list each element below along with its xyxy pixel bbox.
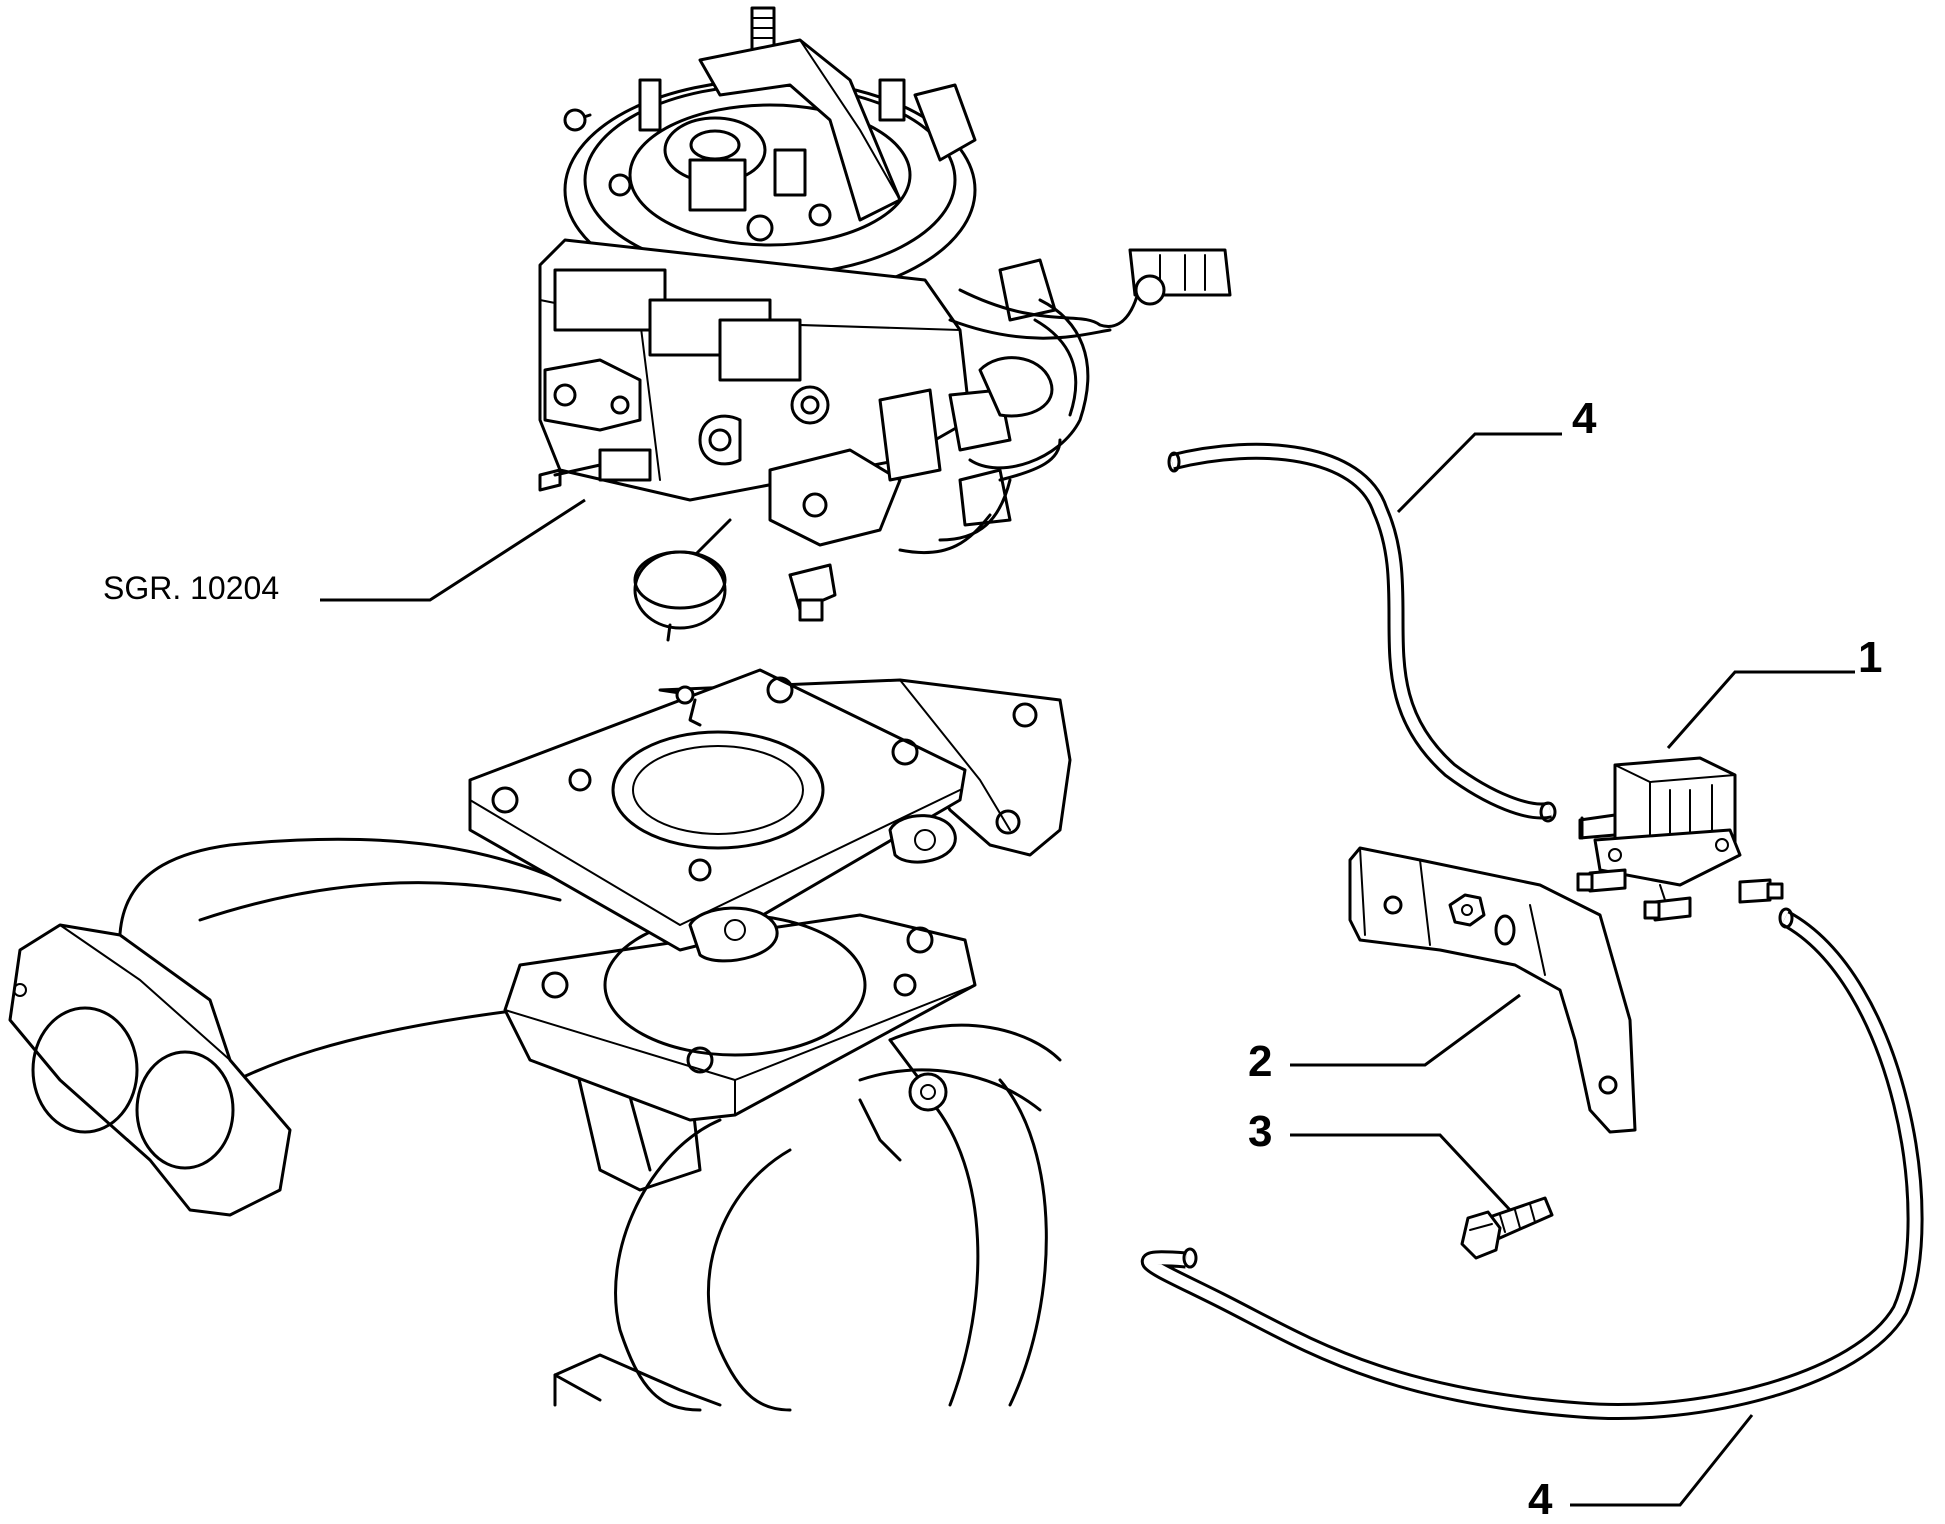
gasket-stack <box>468 668 1072 963</box>
callout-1: 1 <box>1858 633 1883 682</box>
mounting-bracket <box>1348 846 1637 1134</box>
carburettor <box>538 6 1232 642</box>
vacuum-hose-lower <box>1140 907 1924 1421</box>
solenoid-valve <box>1576 756 1784 922</box>
vacuum-hose-upper <box>1167 442 1557 823</box>
intake-manifold <box>8 837 1062 1412</box>
callout-4-lower: 4 <box>1528 1475 1553 1524</box>
sgr-reference-label: SGR. 10204 <box>103 570 280 606</box>
bolt <box>1460 1196 1554 1260</box>
callout-3: 3 <box>1248 1107 1273 1156</box>
callout-2: 2 <box>1248 1037 1273 1086</box>
callout-4-upper: 4 <box>1572 394 1597 443</box>
leader-lines <box>320 432 1855 1507</box>
